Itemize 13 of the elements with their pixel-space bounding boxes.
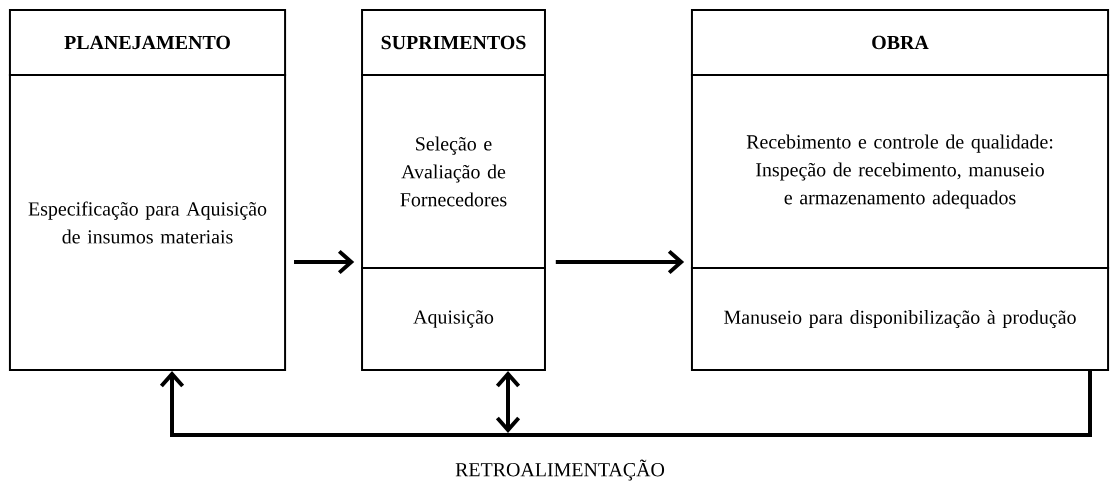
arrow bbox=[294, 249, 355, 275]
double-arrow bbox=[495, 371, 521, 433]
header-box: SUPRIMENTOS bbox=[361, 9, 546, 76]
header-box: PLANEJAMENTO bbox=[8, 9, 287, 76]
process-box: Manuseio para disponibilização à produção bbox=[690, 267, 1110, 372]
process-box: Aquisição bbox=[361, 267, 546, 372]
arrow bbox=[555, 249, 685, 275]
header-box: OBRA bbox=[690, 9, 1110, 76]
process-box: Recebimento e controle de qualidade: Inspeção de recebimento, manuseio e armazenamento adequados bbox=[690, 73, 1110, 270]
feedback-label: RETROALIMENTAÇÃO bbox=[455, 459, 665, 481]
feedback-arrow bbox=[159, 371, 1092, 437]
process-box: Especificação para Aquisição de insumos materiais bbox=[8, 73, 287, 372]
process-box: Seleção e Avaliação de Fornecedores bbox=[361, 73, 546, 270]
